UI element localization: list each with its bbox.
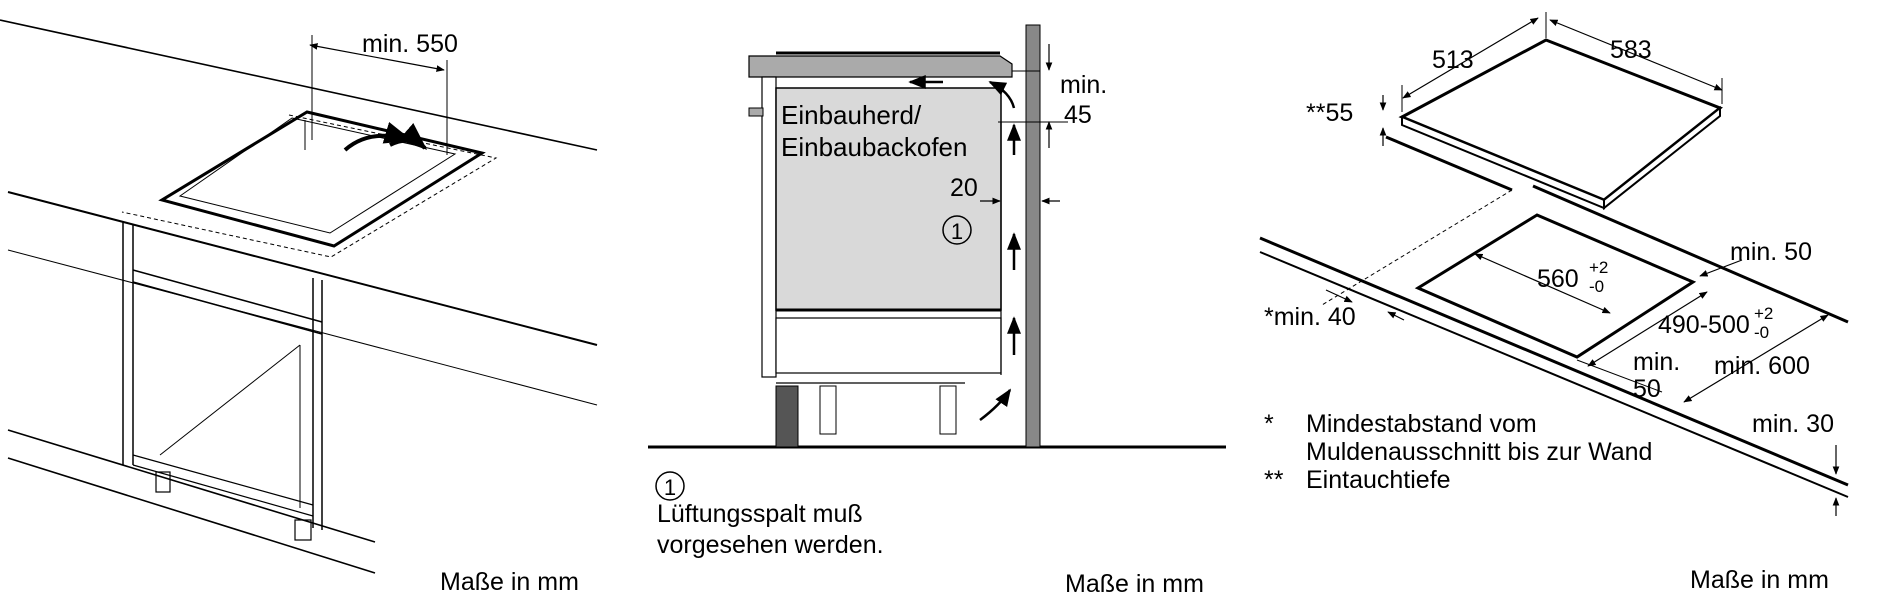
- airflow-arrow-bottom: [979, 388, 1012, 421]
- dim-560-tol-lower: -0: [1589, 277, 1604, 296]
- right-units-label: Maße in mm: [1690, 566, 1829, 594]
- dim-40-arrow-left: [1325, 289, 1353, 303]
- footnote1-line2: Muldenausschnitt bis zur Wand: [1306, 438, 1652, 466]
- countertop-perspective-drawing: min. 550 Maße in mm: [0, 19, 598, 596]
- dim-583-arrow: [1549, 19, 1723, 91]
- hob-body: [748, 55, 1013, 78]
- cabinet-leg-1: [819, 385, 837, 435]
- note-marker-circle: [655, 471, 685, 501]
- note-line1: Lüftungsspalt muß: [657, 500, 863, 528]
- footnote2-line1: Eintauchtiefe: [1306, 466, 1451, 494]
- marker-circle: [942, 215, 972, 245]
- worktop-front-bottom-edge: [7, 249, 598, 406]
- dim-30-label: min. 30: [1752, 410, 1834, 438]
- dim-513-label: 513: [1432, 46, 1474, 74]
- hob-cutout: [158, 110, 486, 248]
- appliance-label-line1: Einbauherd/: [781, 100, 922, 130]
- dim-front-50-line1: min.: [1633, 348, 1680, 376]
- hob-side-edge: [1603, 105, 1721, 211]
- dim-front-50-ext: [1576, 359, 1663, 393]
- dim-40-label: *min. 40: [1264, 303, 1356, 331]
- worktop-edge-under-hob: [1385, 135, 1513, 192]
- cabinet-inner-diagonal: [159, 344, 301, 456]
- hob-cutout-dimensions-drawing: 513 583 **55 560 +2 -0 490-500 +2 -0 min…: [1259, 12, 1849, 594]
- dim-40-arrow-right: [1387, 311, 1405, 321]
- cabinet-floor-front: [132, 464, 314, 517]
- worktop-back-edge: [0, 19, 598, 151]
- airflow-arrow-curve-top: [988, 80, 1016, 109]
- counter-front-edge: [1259, 236, 1849, 487]
- note-marker-number: 1: [664, 475, 676, 500]
- dim-583-label: 583: [1610, 36, 1652, 64]
- plinth: [775, 385, 799, 448]
- dim-490-tol-lower: -0: [1754, 323, 1769, 342]
- dim-20-label: 20: [950, 174, 978, 202]
- appliance-label-line2: Einbaubackofen: [781, 132, 967, 162]
- cabinet-shelf: [132, 269, 323, 323]
- oven-drawer: [775, 317, 1002, 374]
- counter-back-edge: [1532, 184, 1849, 324]
- dim-560-tol-upper: +2: [1589, 258, 1608, 277]
- cabinet-front-frame: [761, 76, 777, 378]
- cabinet-foot-right: [294, 519, 312, 541]
- dim-490-label: 490-500: [1658, 311, 1750, 339]
- middle-units-label: Maße in mm: [1065, 570, 1204, 598]
- dim-back-50-arrow: [1699, 259, 1743, 277]
- cabinet-foot-left: [155, 471, 171, 493]
- dim-45-label: min.: [1060, 71, 1107, 99]
- dim-550-arrow: [309, 43, 445, 72]
- worktop-front-top-edge: [7, 191, 598, 346]
- dim-back-50-label: min. 50: [1730, 238, 1812, 266]
- dim-front-50-line2: 50: [1633, 375, 1661, 403]
- note-line2: vorgesehen werden.: [657, 531, 884, 559]
- airflow-arrow-right: [389, 123, 428, 150]
- footnote2-marker: **: [1264, 466, 1284, 494]
- dim-513-arrow: [1402, 17, 1539, 99]
- dim-45-value: 45: [1064, 101, 1092, 129]
- wall: [1025, 24, 1041, 448]
- dim-490-arrow: [1587, 291, 1708, 367]
- footnote1-line1: Mindestabstand vom: [1306, 410, 1537, 438]
- dim-550-label: min. 550: [362, 30, 458, 58]
- dim-560-label: 560: [1537, 265, 1579, 293]
- hob-dashed-projection: [1321, 189, 1513, 306]
- oven-knob: [748, 107, 764, 117]
- counter-front-edge-lower: [1259, 251, 1849, 498]
- plinth-line-1: [7, 429, 376, 543]
- dim-600-label: min. 600: [1714, 352, 1810, 380]
- footnote1-marker: *: [1264, 410, 1274, 438]
- dim-600-arrow: [1683, 314, 1829, 403]
- plinth-line-2: [7, 457, 376, 574]
- dim-55-label: **55: [1306, 99, 1353, 127]
- dim-490-tol-upper: +2: [1754, 304, 1773, 323]
- oven-section-drawing: min. 45 20 Einbauherd/ Einbaubackofen 1 …: [648, 24, 1226, 598]
- cabinet-shelf-edge: [132, 281, 323, 335]
- marker-number: 1: [951, 219, 963, 244]
- cabinet-leg-2: [939, 385, 957, 435]
- left-units-label: Maße in mm: [440, 568, 579, 596]
- cabinet-floor: [132, 454, 314, 506]
- oven-body: [775, 87, 1002, 311]
